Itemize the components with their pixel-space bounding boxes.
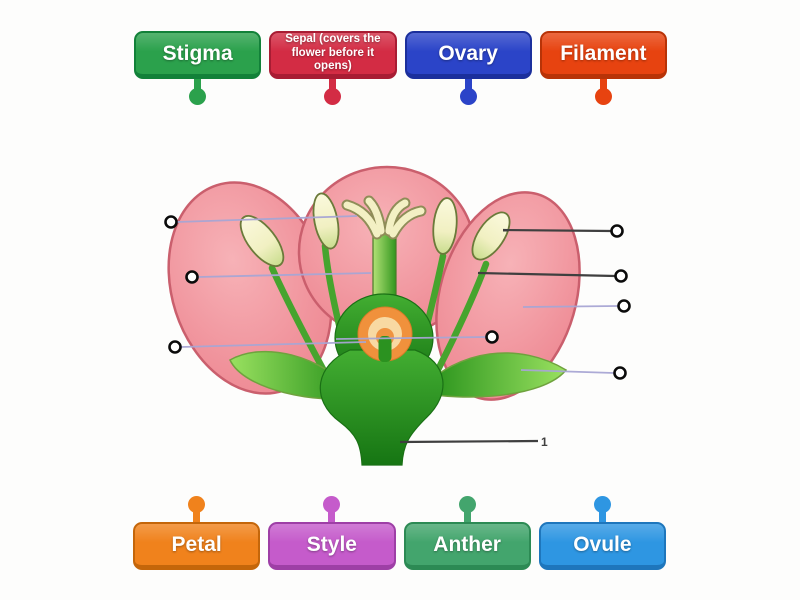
pin-stem xyxy=(193,511,201,522)
drop-target-center[interactable] xyxy=(485,330,499,344)
label-pin xyxy=(134,79,261,105)
drop-target-right-bottom[interactable] xyxy=(613,366,627,380)
stigma-tips xyxy=(341,195,427,240)
draggable-label-stigma[interactable]: Stigma xyxy=(134,31,262,105)
label-pin xyxy=(539,496,666,522)
bottom-label-row: Petal Style Anther xyxy=(133,496,666,570)
pin-stem xyxy=(329,79,337,90)
draggable-label-style[interactable]: Style xyxy=(268,496,396,570)
flower-illustration xyxy=(167,165,581,466)
pin-dot xyxy=(459,88,477,105)
drop-target-right-upper-mid[interactable] xyxy=(614,269,628,283)
label-box: Ovule xyxy=(538,522,666,570)
drop-target-left-top[interactable] xyxy=(164,215,178,229)
draggable-label-sepal[interactable]: Sepal (covers the flower before it opens… xyxy=(269,31,397,105)
label-text: Stigma xyxy=(162,41,233,65)
pin-dot xyxy=(594,88,612,105)
drop-targets xyxy=(164,215,631,380)
drop-target-right-lower-mid[interactable] xyxy=(617,299,631,313)
pin-stem xyxy=(598,511,606,522)
drop-target-left-bottom[interactable] xyxy=(168,340,182,354)
label-text: Filament xyxy=(560,41,647,65)
label-box: Filament xyxy=(539,31,667,79)
label-text: Petal xyxy=(171,532,222,556)
pin-stem xyxy=(463,511,471,522)
pin-dot xyxy=(458,496,476,513)
drop-target-left-middle[interactable] xyxy=(185,270,199,284)
draggable-label-filament[interactable]: Filament xyxy=(539,31,667,105)
draggable-label-anther[interactable]: Anther xyxy=(403,496,531,570)
label-pin xyxy=(133,496,260,522)
label-pin xyxy=(269,79,396,105)
label-box: Petal xyxy=(133,522,261,570)
drop-target-right-top[interactable] xyxy=(610,224,624,238)
ovule xyxy=(357,306,413,362)
draggable-label-ovule[interactable]: Ovule xyxy=(538,496,666,570)
label-pin xyxy=(405,79,532,105)
label-text: Sepal (covers the flower before it opens… xyxy=(285,33,381,73)
leader-lines-dark: 1 xyxy=(399,228,616,449)
label-pin xyxy=(540,79,667,105)
label-box: Sepal (covers the flower before it opens… xyxy=(269,31,397,79)
label-box: Ovary xyxy=(404,31,532,79)
anthers xyxy=(239,192,511,267)
leader-lines-light xyxy=(176,215,619,374)
pin-dot xyxy=(188,496,206,513)
pin-dot xyxy=(323,496,341,513)
label-box: Style xyxy=(268,522,396,570)
draggable-label-ovary[interactable]: Ovary xyxy=(404,31,532,105)
label-box: Anther xyxy=(403,522,531,570)
top-label-row: Stigma Sepal (covers the flower before i… xyxy=(134,31,667,105)
pin-dot xyxy=(189,88,207,105)
label-box: Stigma xyxy=(134,31,262,79)
label-text: Style xyxy=(306,532,357,556)
pin-stem xyxy=(464,79,472,90)
pin-stem xyxy=(599,79,607,90)
stem-marker-label: 1 xyxy=(541,435,548,449)
label-text: Anther xyxy=(433,532,501,556)
pin-stem xyxy=(194,79,202,90)
label-pin xyxy=(404,496,531,522)
label-text: Ovule xyxy=(573,532,632,556)
pin-dot xyxy=(593,496,611,513)
pin-dot xyxy=(324,88,342,105)
pin-stem xyxy=(328,511,336,522)
label-pin xyxy=(268,496,395,522)
draggable-label-petal[interactable]: Petal xyxy=(133,496,261,570)
label-text: Ovary xyxy=(438,41,498,65)
